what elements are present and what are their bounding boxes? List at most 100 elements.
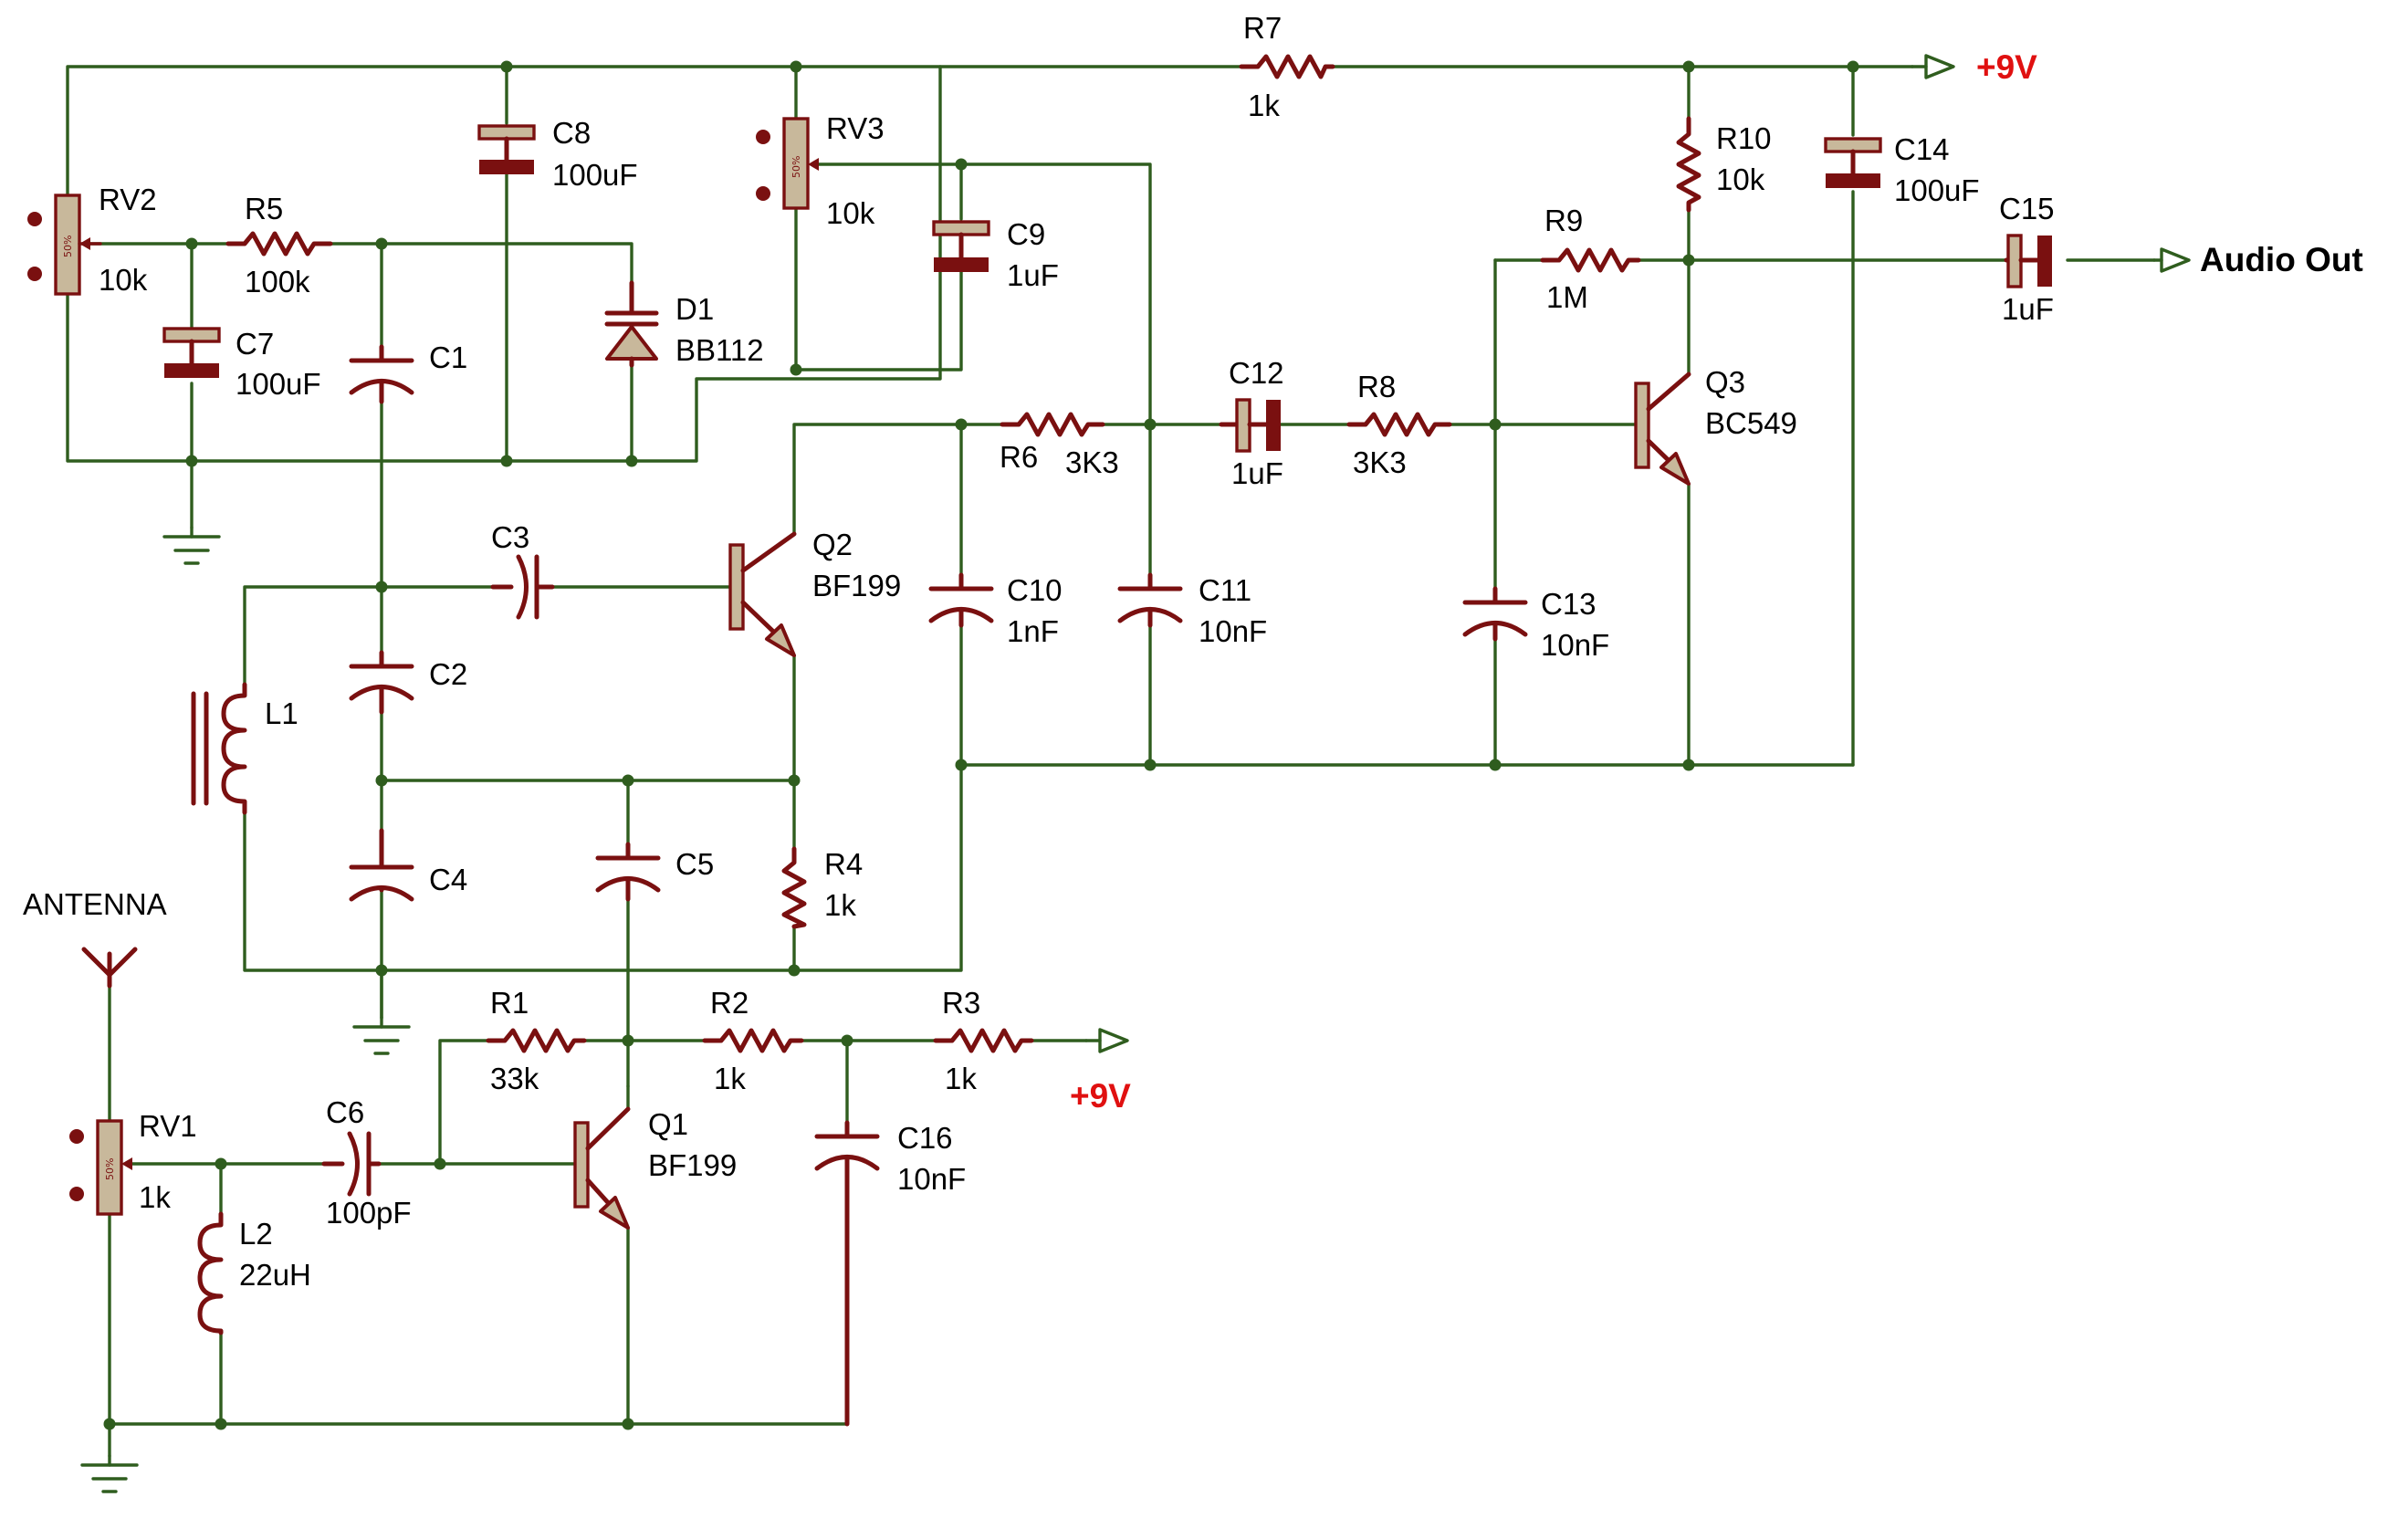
transistor-q3[interactable]: Q3 BC549 [1634,365,1797,486]
c12-ref: C12 [1229,356,1284,390]
audio-out-label: Audio Out [2200,241,2363,278]
capacitor-c15[interactable]: C15 1uF [1999,192,2055,326]
r1-value: 33k [490,1062,539,1095]
c8-ref: C8 [552,116,591,150]
r8-value: 3K3 [1353,445,1407,479]
c9-ref: C9 [1007,217,1045,251]
d1-ref: D1 [675,292,714,326]
inductor-l1[interactable]: L1 [191,682,298,815]
resistor-r9[interactable]: R9 1M [1540,204,1641,314]
capacitor-c5[interactable]: C5 [595,842,714,902]
capacitor-c14[interactable]: C14 100uF [1824,132,1980,207]
c4-ref: C4 [429,863,467,896]
c9-value: 1uF [1007,258,1059,292]
c15-value: 1uF [2002,292,2054,326]
c7-value: 100uF [236,367,321,401]
resistor-r7[interactable]: R7 1k [1239,11,1335,122]
ground-symbol [162,526,221,565]
capacitor-c13[interactable]: C13 10nF [1462,586,1609,662]
c1-ref: C1 [429,340,467,374]
r5-value: 100k [245,265,310,298]
audio-out-terminal: Audio Out [2152,241,2363,278]
transistor-q1[interactable]: Q1 BF199 [573,1106,737,1230]
capacitor-c8[interactable]: C8 100uF [477,116,638,192]
diode-d1[interactable]: D1 BB112 [604,280,764,368]
c2-ref: C2 [429,657,467,691]
capacitor-c6[interactable]: C6 100pF [321,1095,412,1230]
rv3-wiper: 50% [790,156,802,178]
r10-ref: R10 [1716,121,1772,155]
r4-ref: R4 [824,847,863,881]
r9-value: 1M [1546,280,1588,314]
supply-bottom-label: +9V [1070,1077,1131,1115]
capacitor-c4[interactable]: C4 [349,828,467,902]
resistor-r8[interactable]: R8 3K3 [1346,370,1452,479]
transistor-q2[interactable]: Q2 BF199 [728,528,901,657]
potentiometer-rv3[interactable]: 50% RV3 10k [756,111,885,230]
rv3-value: 10k [826,196,875,230]
capacitor-c3[interactable]: C3 [490,520,555,620]
q3-ref: Q3 [1705,365,1745,399]
ground-symbol [352,1016,411,1055]
resistor-r2[interactable]: R2 1k [702,986,804,1095]
l2-value: 22uH [239,1258,311,1292]
rv3-ref: RV3 [826,111,885,145]
resistor-r5[interactable]: R5 100k [225,192,333,298]
inductor-l2[interactable]: L2 22uH [197,1211,311,1335]
capacitor-c16[interactable]: C16 10nF [814,1120,966,1427]
c12-value: 1uF [1231,456,1283,490]
c13-ref: C13 [1541,587,1597,621]
l2-ref: L2 [239,1217,273,1251]
c14-ref: C14 [1894,132,1950,166]
resistor-r4[interactable]: R4 1k [781,846,863,929]
c10-value: 1nF [1007,614,1059,648]
supply-terminal-bottom: +9V [1070,1028,1131,1115]
rv2-ref: RV2 [99,183,157,216]
r1-ref: R1 [490,986,529,1020]
r2-ref: R2 [710,986,749,1020]
c8-value: 100uF [552,158,638,192]
c11-ref: C11 [1199,573,1251,607]
c6-value: 100pF [326,1196,412,1230]
ground-symbol [80,1454,139,1493]
capacitor-c12[interactable]: C12 1uF [1219,356,1284,490]
rv1-wiper: 50% [104,1158,116,1180]
r6-value: 3K3 [1065,445,1119,479]
wires [66,65,2156,1458]
c7-ref: C7 [236,327,274,361]
r7-value: 1k [1248,89,1280,122]
rv1-ref: RV1 [139,1109,197,1143]
antenna-label: ANTENNA [23,887,167,921]
capacitor-c9[interactable]: C9 1uF [932,217,1059,292]
c11-value: 10nF [1199,614,1267,648]
supply-top-label: +9V [1976,48,2037,86]
potentiometer-rv1[interactable]: 50% RV1 1k [69,1109,197,1216]
resistor-r3[interactable]: R3 1k [933,986,1034,1095]
r10-value: 10k [1716,162,1765,196]
q1-value: BF199 [648,1148,737,1182]
d1-value: BB112 [675,333,764,367]
resistor-r6[interactable]: R6 3K3 [1000,412,1119,479]
resistor-r1[interactable]: R1 33k [486,986,587,1095]
l1-ref: L1 [265,696,298,730]
c10-ref: C10 [1007,573,1063,607]
c3-ref: C3 [491,520,529,554]
antenna-symbol: ANTENNA [23,887,167,989]
r2-value: 1k [714,1062,746,1095]
capacitor-c7[interactable]: C7 100uF [162,327,321,401]
r3-ref: R3 [942,986,980,1020]
capacitor-c11[interactable]: C11 10nF [1117,572,1267,648]
c5-ref: C5 [675,847,714,881]
resistor-r10[interactable]: R10 10k [1676,116,1772,213]
potentiometer-rv2[interactable]: 50% RV2 10k [27,183,157,297]
r9-ref: R9 [1544,204,1583,237]
rv2-wiper: 50% [62,236,74,257]
capacitor-c2[interactable]: C2 [349,650,467,715]
r7-ref: R7 [1243,11,1282,45]
capacitor-c10[interactable]: C10 1nF [928,572,1063,648]
c14-value: 100uF [1894,173,1980,207]
q1-ref: Q1 [648,1107,688,1141]
r5-ref: R5 [245,192,283,225]
capacitor-c1[interactable]: C1 [349,340,467,404]
